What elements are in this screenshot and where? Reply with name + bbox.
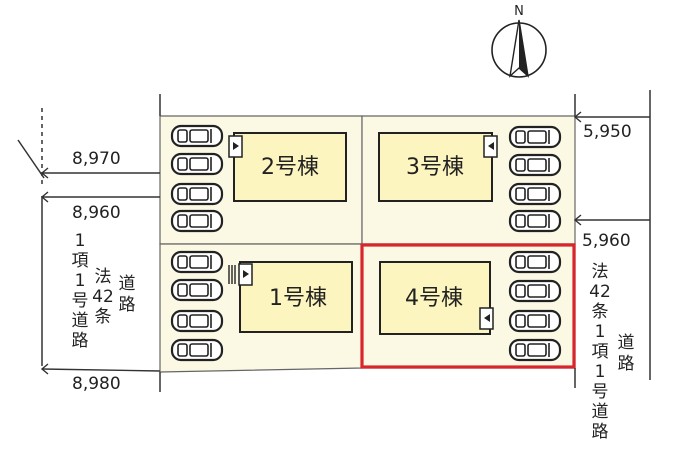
car-icon	[170, 124, 224, 148]
road-char: 道	[72, 311, 89, 331]
lot-label: 1号棟	[269, 286, 327, 311]
lot-4-highlight	[360, 243, 576, 369]
road-char: 道	[119, 274, 136, 294]
lot-label: 4号棟	[405, 286, 463, 311]
boundary-lines	[17, 90, 651, 392]
dimension-right-top: 5,950	[583, 122, 632, 142]
car-icon	[170, 209, 224, 233]
building-4	[379, 261, 491, 335]
road-label-left: 1 項 1 号 道 路 法 42 条 道 路	[72, 231, 136, 351]
building-2	[233, 132, 347, 202]
car-icon	[508, 182, 562, 206]
car-icon	[508, 153, 562, 177]
lot-label: 2号棟	[261, 155, 319, 180]
car-icon	[508, 309, 562, 333]
road-char: 路	[592, 422, 609, 442]
road-char: 1	[75, 231, 86, 251]
road-char: 法	[95, 267, 112, 287]
road-char: 路	[119, 295, 136, 315]
car-icon	[170, 278, 224, 302]
car-icon	[508, 338, 562, 362]
road-char: 42	[589, 282, 611, 302]
building-1	[239, 261, 353, 333]
building-3	[378, 132, 493, 202]
road-char: 1	[75, 271, 86, 291]
road-label-right: 法 42 条 1 項 1 号 道 路 道 路	[589, 262, 634, 442]
road-char: 項	[592, 342, 609, 362]
car-icon	[170, 309, 224, 333]
car-icon	[170, 152, 224, 176]
north-arrow-icon	[491, 19, 547, 78]
dimension-left-mid: 8,960	[72, 203, 121, 223]
car-icon	[508, 209, 562, 233]
road-char: 条	[592, 302, 609, 322]
car-icon	[508, 279, 562, 303]
compass: N	[491, 4, 547, 78]
entrance-markers	[228, 135, 498, 330]
dimension-left-top: 8,970	[72, 149, 121, 169]
lot-label: 3号棟	[406, 155, 464, 180]
road-char: 路	[72, 331, 89, 351]
dimension-left-bottom: 8,980	[72, 374, 121, 394]
road-char: 1	[595, 322, 606, 342]
road-char: 号	[72, 291, 89, 311]
entrance-icon	[479, 307, 494, 330]
road-char: 法	[592, 262, 609, 282]
road-char: 条	[95, 307, 112, 327]
car-icon	[508, 250, 562, 274]
car-icon	[170, 182, 224, 206]
entrance-stairs-icon	[228, 263, 253, 286]
compass-label: N	[514, 4, 524, 19]
car-icon	[508, 125, 562, 149]
buildings	[233, 132, 493, 335]
road-char: 道	[592, 402, 609, 422]
road-char: 42	[92, 287, 114, 307]
road-char: 路	[618, 354, 635, 374]
road-char: 1	[595, 362, 606, 382]
car-icon	[170, 338, 224, 362]
road-char: 道	[618, 333, 635, 353]
entrance-icon	[228, 135, 243, 158]
dimension-right-mid: 5,960	[582, 231, 631, 251]
entrance-icon	[483, 135, 498, 158]
road-char: 項	[72, 251, 89, 271]
road-char: 号	[592, 382, 609, 402]
dimension-lines	[40, 111, 650, 375]
car-icon	[170, 250, 224, 274]
